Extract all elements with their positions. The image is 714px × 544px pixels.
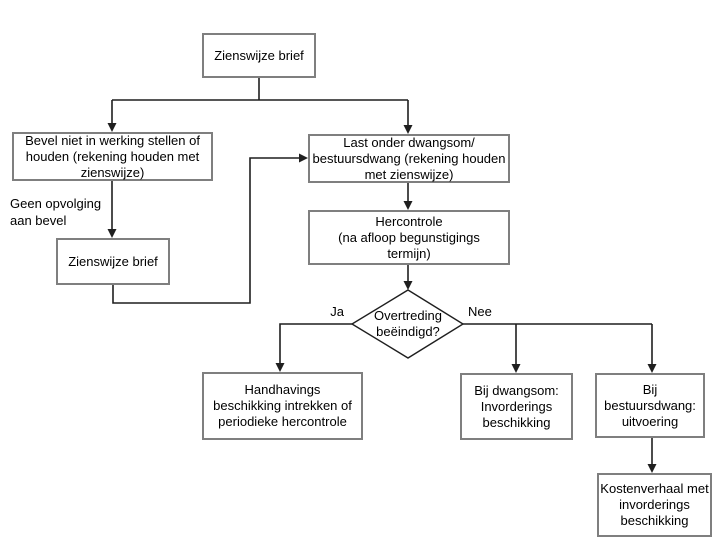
arrowhead-to-bestuursdwang — [647, 364, 657, 373]
node-bij-dwangsom-label: Bij dwangsom: Invorderings beschikking — [474, 382, 559, 430]
node-hercontrole-label: Hercontrole (na afloop begunstigings ter… — [338, 213, 480, 261]
arrowhead-to-handhaving — [275, 363, 285, 372]
node-zienswijze-brief-top-label: Zienswijze brief — [214, 47, 304, 63]
arrowhead-to-bevel — [107, 123, 117, 132]
node-kostenverhaal: Kostenverhaal met invorderings beschikki… — [597, 473, 712, 537]
node-bevel: Bevel niet in werking stellen of houden … — [12, 132, 213, 181]
node-bij-bestuursdwang: Bij bestuursdwang: uitvoering — [595, 373, 705, 438]
arrowhead-into-last-left — [299, 153, 308, 163]
arrowhead-to-decision — [403, 281, 413, 290]
node-handhaving-label: Handhavings beschikking intrekken of per… — [213, 382, 352, 429]
edge-label-nee: Nee — [468, 304, 492, 319]
arrowhead-to-last — [403, 125, 413, 134]
node-handhaving: Handhavings beschikking intrekken of per… — [202, 372, 363, 440]
node-hercontrole: Hercontrole (na afloop begunstigings ter… — [308, 210, 510, 265]
edge-label-ja: Ja — [330, 304, 344, 319]
node-last-onder-dwangsom-label: Last onder dwangsom/ bestuursdwang (reke… — [312, 134, 506, 182]
node-zienswijze-brief-top: Zienswijze brief — [202, 33, 316, 78]
node-last-onder-dwangsom: Last onder dwangsom/ bestuursdwang (reke… — [308, 134, 510, 183]
arrowhead-to-zienswijze2 — [107, 229, 117, 238]
node-decision: Overtreding beëindigd? — [348, 307, 468, 341]
node-kostenverhaal-label: Kostenverhaal met invorderings beschikki… — [600, 481, 709, 528]
edge-label-geen-opvolging: Geen opvolging aan bevel — [10, 196, 102, 228]
arrowhead-to-kostenverhaal — [647, 464, 657, 473]
node-zienswijze-brief-2-label: Zienswijze brief — [68, 253, 158, 269]
node-zienswijze-brief-2: Zienswijze brief — [56, 238, 170, 285]
node-decision-label: Overtreding beëindigd? — [374, 308, 442, 339]
node-bij-dwangsom: Bij dwangsom: Invorderings beschikking — [460, 373, 573, 440]
decision-diamond — [350, 289, 465, 359]
node-bij-bestuursdwang-label: Bij bestuursdwang: uitvoering — [604, 381, 696, 429]
arrowhead-to-hercontrole — [403, 201, 413, 210]
node-bevel-label: Bevel niet in werking stellen of houden … — [25, 132, 200, 180]
arrowhead-to-dwangsom — [511, 364, 521, 373]
